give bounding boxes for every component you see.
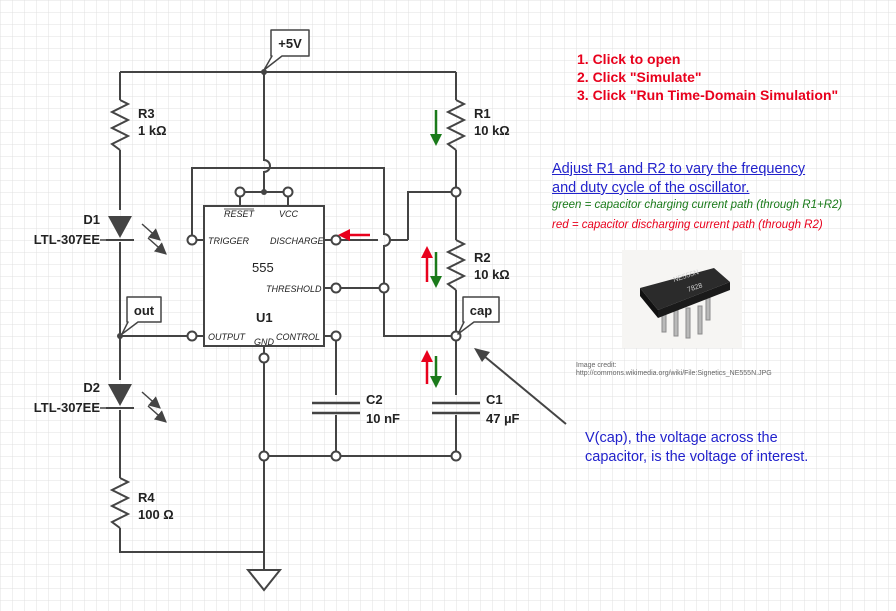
- pin-gnd-label: GND: [254, 337, 275, 347]
- pin-threshold-label: THRESHOLD: [266, 284, 322, 294]
- adjust-note-link[interactable]: Adjust R1 and R2 to vary the frequency a…: [552, 160, 805, 198]
- r2-symbol[interactable]: [445, 239, 467, 291]
- u1-chip[interactable]: RESET VCC TRIGGER DISCHARGE 555 THRESHOL…: [186, 186, 342, 364]
- pin-trigger-label: TRIGGER: [208, 236, 250, 246]
- credit-line-1: Image credit:: [576, 362, 617, 369]
- callout-arrow: [474, 348, 567, 425]
- svg-text:cap: cap: [470, 303, 492, 318]
- image-credit: Image credit: http://commons.wikimedia.o…: [576, 362, 772, 378]
- discharging-arrow-r2: [421, 246, 433, 282]
- r4-value: 100 Ω: [138, 507, 174, 522]
- r3-symbol[interactable]: [109, 99, 131, 151]
- pin-output-label: OUTPUT: [208, 332, 247, 342]
- svg-text:+5V: +5V: [278, 36, 302, 51]
- r1-ref: R1: [474, 106, 491, 121]
- instruction-1[interactable]: 1. Click to open: [577, 51, 681, 67]
- d1-part: LTL-307EE: [34, 232, 101, 247]
- pin-reset-terminal[interactable]: [234, 186, 246, 198]
- chip-marking-2: 7828: [686, 282, 703, 294]
- pin-control-terminal[interactable]: [330, 330, 342, 342]
- r1-value: 10 kΩ: [474, 123, 510, 138]
- c2-symbol[interactable]: [312, 401, 360, 415]
- pin-control-label: CONTROL: [276, 332, 320, 342]
- r4-ref: R4: [138, 490, 155, 505]
- r2-ref: R2: [474, 250, 491, 265]
- r2-value: 10 kΩ: [474, 267, 510, 282]
- c2-ref: C2: [366, 392, 383, 407]
- pin-threshold-terminal[interactable]: [330, 282, 342, 294]
- c1-ref: C1: [486, 392, 503, 407]
- chip-photo: NE555N 7828: [622, 250, 742, 348]
- adjust-line-1: Adjust R1 and R2 to vary the frequency: [552, 161, 806, 177]
- charging-legend: green = capacitor charging current path …: [552, 199, 843, 211]
- charging-arrow-c1: [430, 356, 442, 388]
- adjust-line-2: and duty cycle of the oscillator.: [552, 180, 750, 196]
- vcap-line-1: V(cap), the voltage across the: [585, 430, 778, 446]
- d1-ref: D1: [83, 212, 100, 227]
- pin-reset-label: RESET: [224, 209, 256, 219]
- net-tag-supply[interactable]: +5V: [263, 29, 310, 71]
- instructions: 1. Click to open 2. Click "Simulate" 3. …: [577, 50, 838, 104]
- ground-symbol: [245, 569, 283, 592]
- c1-value: 47 µF: [486, 411, 520, 426]
- pin-vcc-label: VCC: [279, 209, 299, 219]
- node-terminals: [258, 186, 462, 462]
- r4-symbol[interactable]: [109, 477, 131, 529]
- c2-value: 10 nF: [366, 411, 400, 426]
- pin-trigger-terminal[interactable]: [186, 234, 198, 246]
- pin-discharge-terminal[interactable]: [330, 234, 342, 246]
- net-tag-cap[interactable]: cap: [457, 296, 500, 335]
- pin-output-terminal[interactable]: [186, 330, 198, 342]
- r3-ref: R3: [138, 106, 155, 121]
- discharging-arrow-discharge: [338, 229, 370, 241]
- discharging-arrow-c1: [421, 350, 433, 384]
- pin-gnd-terminal[interactable]: [258, 352, 270, 364]
- vcap-line-2: capacitor, is the voltage of interest.: [585, 449, 809, 465]
- d2-ref: D2: [83, 380, 100, 395]
- pin-discharge-label: DISCHARGE: [270, 236, 325, 246]
- svg-text:out: out: [134, 303, 155, 318]
- r1-symbol[interactable]: [445, 99, 467, 151]
- charging-arrow-r2: [430, 252, 442, 288]
- pin-vcc-terminal[interactable]: [282, 186, 294, 198]
- charging-arrow-r1: [430, 110, 442, 146]
- instruction-3: 3. Click "Run Time-Domain Simulation": [577, 87, 839, 103]
- u1-ref: U1: [256, 310, 273, 325]
- d2-part: LTL-307EE: [34, 400, 101, 415]
- net-tag-out[interactable]: out: [121, 296, 162, 335]
- r3-value: 1 kΩ: [138, 123, 167, 138]
- c1-symbol[interactable]: [432, 401, 480, 415]
- credit-line-2[interactable]: http://commons.wikimedia.org/wiki/File:S…: [576, 370, 772, 377]
- instruction-2: 2. Click "Simulate": [577, 69, 702, 85]
- chip-name: 555: [252, 260, 274, 275]
- discharging-legend: red = capacitor discharging current path…: [552, 219, 823, 231]
- vcap-note: V(cap), the voltage across the capacitor…: [585, 429, 808, 467]
